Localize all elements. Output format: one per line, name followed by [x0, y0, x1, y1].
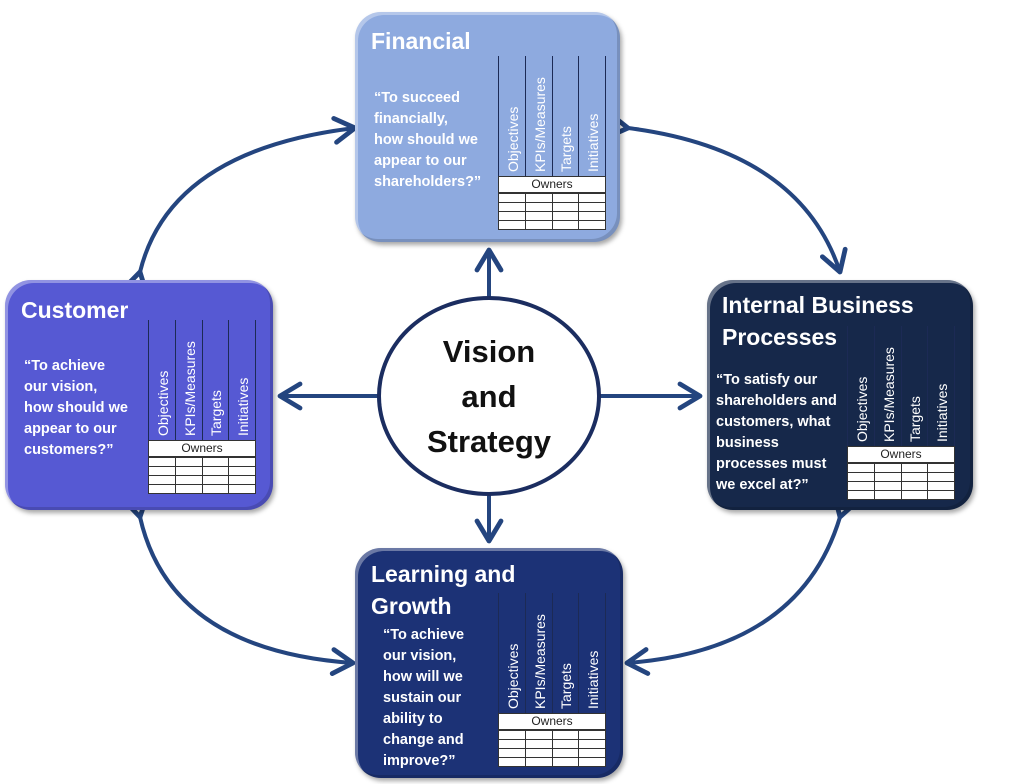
owners-rows: [498, 730, 606, 767]
column-initiatives: Initiatives: [579, 56, 606, 176]
column-objectives: Objectives: [848, 326, 875, 446]
perspective-internal-business-processes: Internal Business Processes “To satisfy …: [707, 280, 973, 510]
column-initiatives: Initiatives: [229, 320, 256, 440]
perspective-question: “To achieve our vision, how will we sust…: [383, 627, 465, 769]
vision-and-strategy-circle: Vision and Strategy: [377, 296, 601, 496]
perspective-title: Customer: [21, 297, 129, 323]
perspective-customer: Customer “To achieve our vision, how sho…: [5, 280, 273, 510]
column-targets: Targets: [553, 56, 580, 176]
scorecard-grid: Objectives KPIs/Measures Targets Initiat…: [148, 320, 256, 494]
arc-customer-learning: [121, 492, 356, 676]
perspective-question: “To achieve our vision, how should we ap…: [24, 358, 128, 458]
column-kpis: KPIs/Measures: [176, 320, 203, 440]
column-objectives: Objectives: [149, 320, 176, 440]
column-kpis: KPIs/Measures: [526, 593, 553, 713]
perspective-title: Internal Business Processes: [722, 292, 914, 350]
column-targets: Targets: [203, 320, 230, 440]
column-kpis: KPIs/Measures: [875, 326, 902, 446]
perspective-title: Financial: [371, 28, 471, 54]
owners-rows: [498, 193, 606, 230]
column-initiatives: Initiatives: [928, 326, 955, 446]
column-objectives: Objectives: [499, 593, 526, 713]
column-targets: Targets: [902, 326, 929, 446]
arc-internal-learning: [624, 491, 860, 676]
owners-rows: [847, 463, 955, 500]
perspective-question: “To satisfy our shareholders and custome…: [716, 372, 837, 493]
center-label: Vision and Strategy: [426, 333, 552, 459]
scorecard-grid: Objectives KPIs/Measures Targets Initiat…: [498, 56, 606, 230]
column-targets: Targets: [553, 593, 580, 713]
column-objectives: Objectives: [499, 56, 526, 176]
owners-header: Owners: [498, 713, 606, 730]
column-kpis: KPIs/Measures: [526, 56, 553, 176]
arc-financial-internal: [604, 111, 848, 275]
owners-header: Owners: [148, 440, 256, 457]
perspective-financial: Financial “To succeed financially, how s…: [355, 12, 620, 242]
owners-header: Owners: [498, 176, 606, 193]
owners-rows: [148, 457, 256, 494]
perspective-learning-and-growth: Learning and Growth “To achieve our visi…: [355, 548, 623, 778]
scorecard-grid: Objectives KPIs/Measures Targets Initiat…: [847, 326, 955, 500]
column-initiatives: Initiatives: [579, 593, 606, 713]
scorecard-grid: Objectives KPIs/Measures Targets Initiat…: [498, 593, 606, 767]
arc-customer-financial: [121, 116, 358, 297]
owners-header: Owners: [847, 446, 955, 463]
perspective-title: Learning and Growth: [371, 561, 516, 619]
perspective-question: “To succeed financially, how should we a…: [374, 90, 482, 190]
